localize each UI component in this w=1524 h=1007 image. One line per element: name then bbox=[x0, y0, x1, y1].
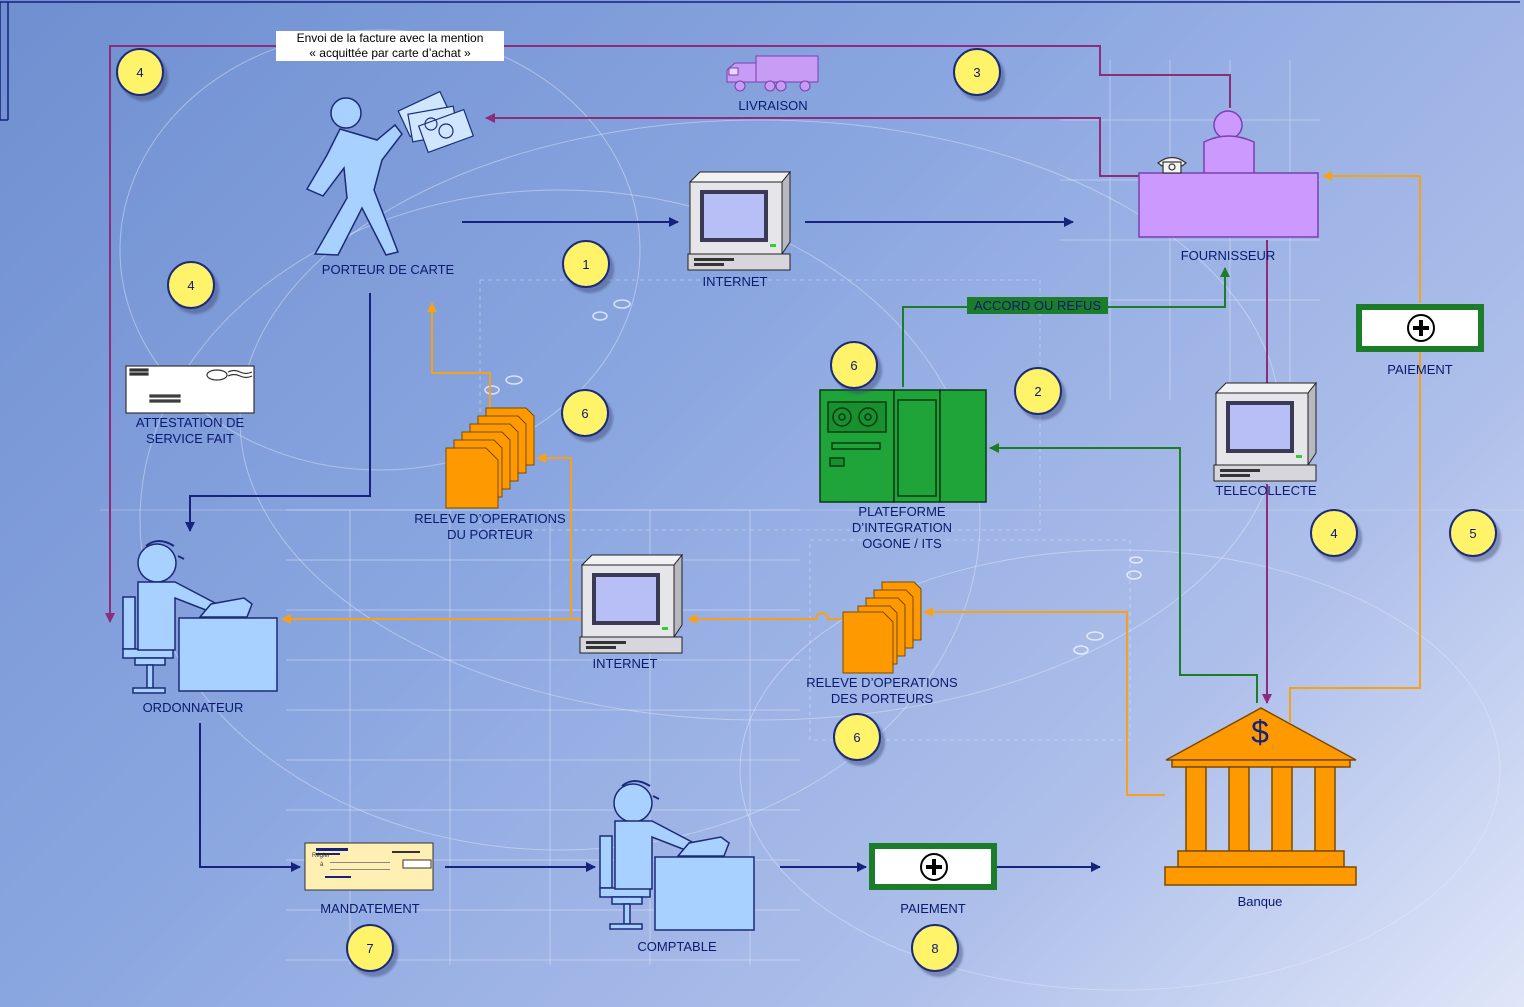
documents-stack-porteur-icon bbox=[445, 407, 535, 509]
mandatement-label: MANDATEMENT bbox=[320, 901, 420, 916]
internet-top-label: INTERNET bbox=[702, 274, 768, 289]
releve-porteur-label: RELEVE D’OPERATIONS DU PORTEUR bbox=[390, 511, 590, 543]
attestation-line1: ATTESTATION DE bbox=[135, 415, 245, 430]
comptable-figure-icon bbox=[599, 780, 755, 931]
thought-bubbles bbox=[484, 299, 1143, 655]
paiement-bottom-label: PAIEMENT bbox=[900, 901, 966, 916]
purple-connectors bbox=[105, 45, 1272, 704]
fournisseur-label: FOURNISSEUR bbox=[1180, 248, 1276, 263]
step-4-left-badge: 4 bbox=[167, 261, 215, 309]
step-6-releve-badge: 6 bbox=[561, 389, 609, 437]
banque-label: Banque bbox=[1237, 894, 1283, 909]
documents-stack-porteurs-icon bbox=[842, 581, 922, 674]
bank-dollar-sign: $ bbox=[1251, 714, 1269, 750]
step-2-badge: 2 bbox=[1014, 367, 1062, 415]
plateforme-line3: OGONE / ITS bbox=[862, 536, 942, 551]
step-6-platform-badge: 6 bbox=[830, 341, 878, 389]
step-5-badge: 5 bbox=[1449, 509, 1497, 557]
step-6-bottom-badge: 6 bbox=[833, 713, 881, 761]
step-7-badge: 7 bbox=[346, 924, 394, 972]
internet-middle-label: INTERNET bbox=[592, 656, 658, 671]
payment-card-right-icon bbox=[1356, 304, 1484, 352]
cheque-a-text: à bbox=[320, 862, 324, 868]
comptable-label: COMPTABLE bbox=[637, 939, 717, 954]
step-8-badge: 8 bbox=[911, 924, 959, 972]
releve-porteurs-label: RELEVE D’OPERATIONS DES PORTEURS bbox=[782, 675, 982, 707]
telecollecte-label: TELECOLLECTE bbox=[1215, 483, 1317, 498]
truck-icon bbox=[726, 55, 819, 92]
ordonnateur-figure-icon bbox=[122, 540, 278, 694]
plateforme-line1: PLATEFORME bbox=[858, 504, 946, 519]
telephone-icon bbox=[1157, 156, 1187, 174]
card-holder-figure-icon bbox=[305, 97, 403, 256]
cheque-regler-text: Régler bbox=[312, 853, 330, 859]
paiement-right-label: PAIEMENT bbox=[1387, 362, 1453, 377]
releve-porteur-line2: DU PORTEUR bbox=[447, 527, 533, 542]
step-1-badge: 1 bbox=[562, 240, 610, 288]
server-icon bbox=[819, 389, 987, 503]
livraison-label: LIVRAISON bbox=[738, 98, 808, 113]
invoice-note-line2: « acquittée par carte d’achat » bbox=[309, 46, 471, 60]
supplier-icon bbox=[1138, 110, 1319, 238]
invoice-note-label: Envoi de la facture avec la mention « ac… bbox=[276, 31, 504, 61]
step-3-badge: 3 bbox=[953, 48, 1001, 96]
envelope-icon bbox=[125, 365, 255, 414]
computer-icon-telecollecte bbox=[1213, 381, 1318, 482]
attestation-label: ATTESTATION DE SERVICE FAIT bbox=[110, 415, 270, 447]
plateforme-label: PLATEFORME D’INTEGRATION OGONE / ITS bbox=[822, 504, 982, 552]
releve-porteurs-line2: DES PORTEURS bbox=[830, 691, 934, 706]
navy-connectors bbox=[185, 217, 1101, 872]
computer-icon-middle bbox=[579, 553, 684, 654]
releve-porteur-line1: RELEVE D’OPERATIONS bbox=[414, 511, 566, 526]
cheque-icon bbox=[304, 842, 434, 891]
payment-card-bottom-icon bbox=[869, 843, 997, 890]
orange-connectors bbox=[281, 171, 1425, 796]
attestation-line2: SERVICE FAIT bbox=[146, 431, 234, 446]
step-4-right-badge: 4 bbox=[1310, 509, 1358, 557]
ordonnateur-label: ORDONNATEUR bbox=[142, 700, 244, 715]
computer-icon-top bbox=[687, 170, 792, 271]
money-bills-icon bbox=[397, 90, 475, 154]
releve-porteurs-line1: RELEVE D’OPERATIONS bbox=[806, 675, 958, 690]
step-4-top-badge: 4 bbox=[116, 48, 164, 96]
invoice-note-line1: Envoi de la facture avec la mention bbox=[296, 31, 484, 45]
porteur-label: PORTEUR DE CARTE bbox=[321, 262, 455, 277]
bank-icon bbox=[1164, 707, 1357, 886]
plateforme-line2: D’INTEGRATION bbox=[851, 520, 953, 535]
frame-fragment bbox=[0, 1, 1520, 121]
accord-refus-label: ACCORD OU REFUS bbox=[967, 297, 1108, 314]
